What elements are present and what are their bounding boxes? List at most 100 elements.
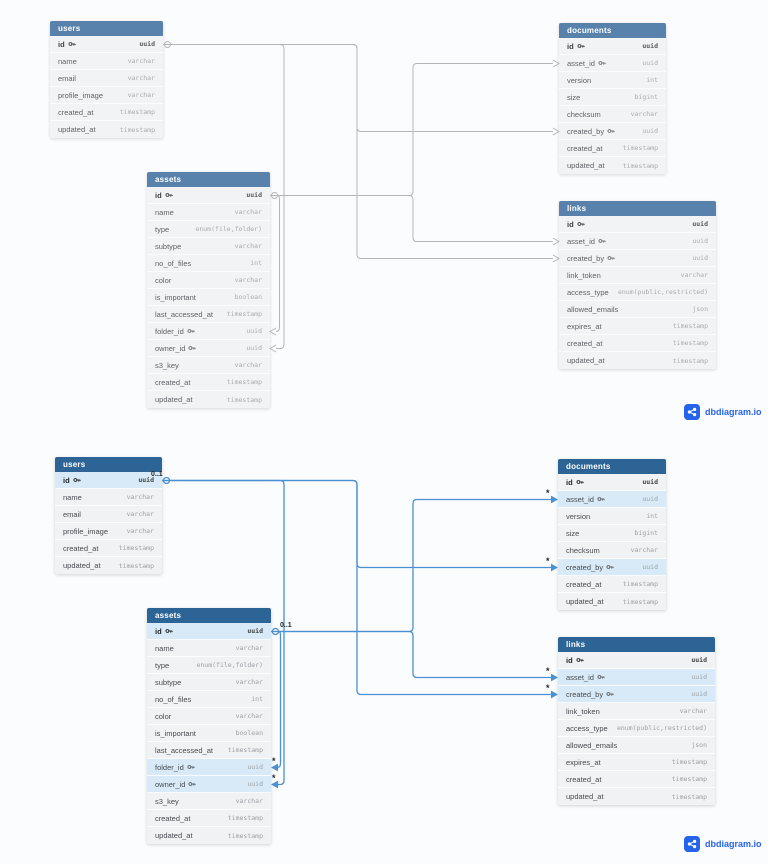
table-users-header[interactable]: users xyxy=(50,21,163,36)
table-documents-header[interactable]: documents xyxy=(558,459,666,474)
relationship-assets-id_documents-asset_id[interactable] xyxy=(271,498,552,633)
table-links-header[interactable]: links xyxy=(559,201,716,216)
relationship-assets-id_documents-asset_id[interactable] xyxy=(270,63,553,196)
field-type: varchar xyxy=(234,242,262,250)
dbdiagram-logo[interactable]: dbdiagram.io xyxy=(684,836,762,852)
relationship-users-id_documents-created_by[interactable] xyxy=(163,44,553,132)
relationship-assets-id_links-asset_id[interactable] xyxy=(270,195,553,242)
table-documents-header[interactable]: documents xyxy=(559,23,666,38)
relationship-assets-id_assets-folder_id[interactable] xyxy=(275,195,280,332)
relationship-assets-id_assets-folder_id[interactable] xyxy=(276,630,282,769)
relationship-assets-id_links-asset_id[interactable] xyxy=(271,630,552,679)
table-assets-header[interactable]: assets xyxy=(147,172,270,187)
relationship-users-id_documents-created_by[interactable] xyxy=(162,479,552,569)
table-links-header[interactable]: links xyxy=(558,637,715,652)
table-users-header[interactable]: users xyxy=(55,457,162,472)
dbdiagram-logo[interactable]: dbdiagram.io xyxy=(684,404,762,420)
table-assets-header[interactable]: assets xyxy=(147,608,271,623)
